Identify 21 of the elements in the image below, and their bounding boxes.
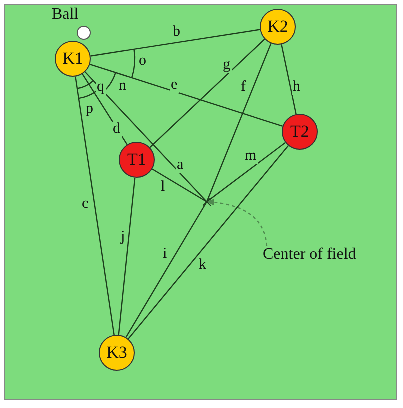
connector-line xyxy=(128,145,289,340)
connector-line xyxy=(90,29,260,57)
connector-line xyxy=(150,38,266,148)
angle-label: q xyxy=(96,80,106,95)
connector-line xyxy=(118,178,136,336)
edge-label: g xyxy=(222,58,232,73)
ball-label: Ball xyxy=(52,6,79,24)
connector-line xyxy=(82,74,128,146)
connector-line xyxy=(90,64,284,128)
connector-line xyxy=(206,43,272,202)
connector-line xyxy=(75,76,115,336)
center-mark xyxy=(203,198,211,206)
edge-label: h xyxy=(292,80,302,95)
connector-line xyxy=(152,168,208,203)
annotation-text: Center of field xyxy=(263,246,356,264)
edge-label: j xyxy=(120,230,126,245)
connector-line xyxy=(126,202,208,338)
connector-line xyxy=(281,44,297,114)
connector-line xyxy=(206,142,286,202)
dashed-arrow xyxy=(206,199,268,246)
edge-label: d xyxy=(112,122,122,137)
